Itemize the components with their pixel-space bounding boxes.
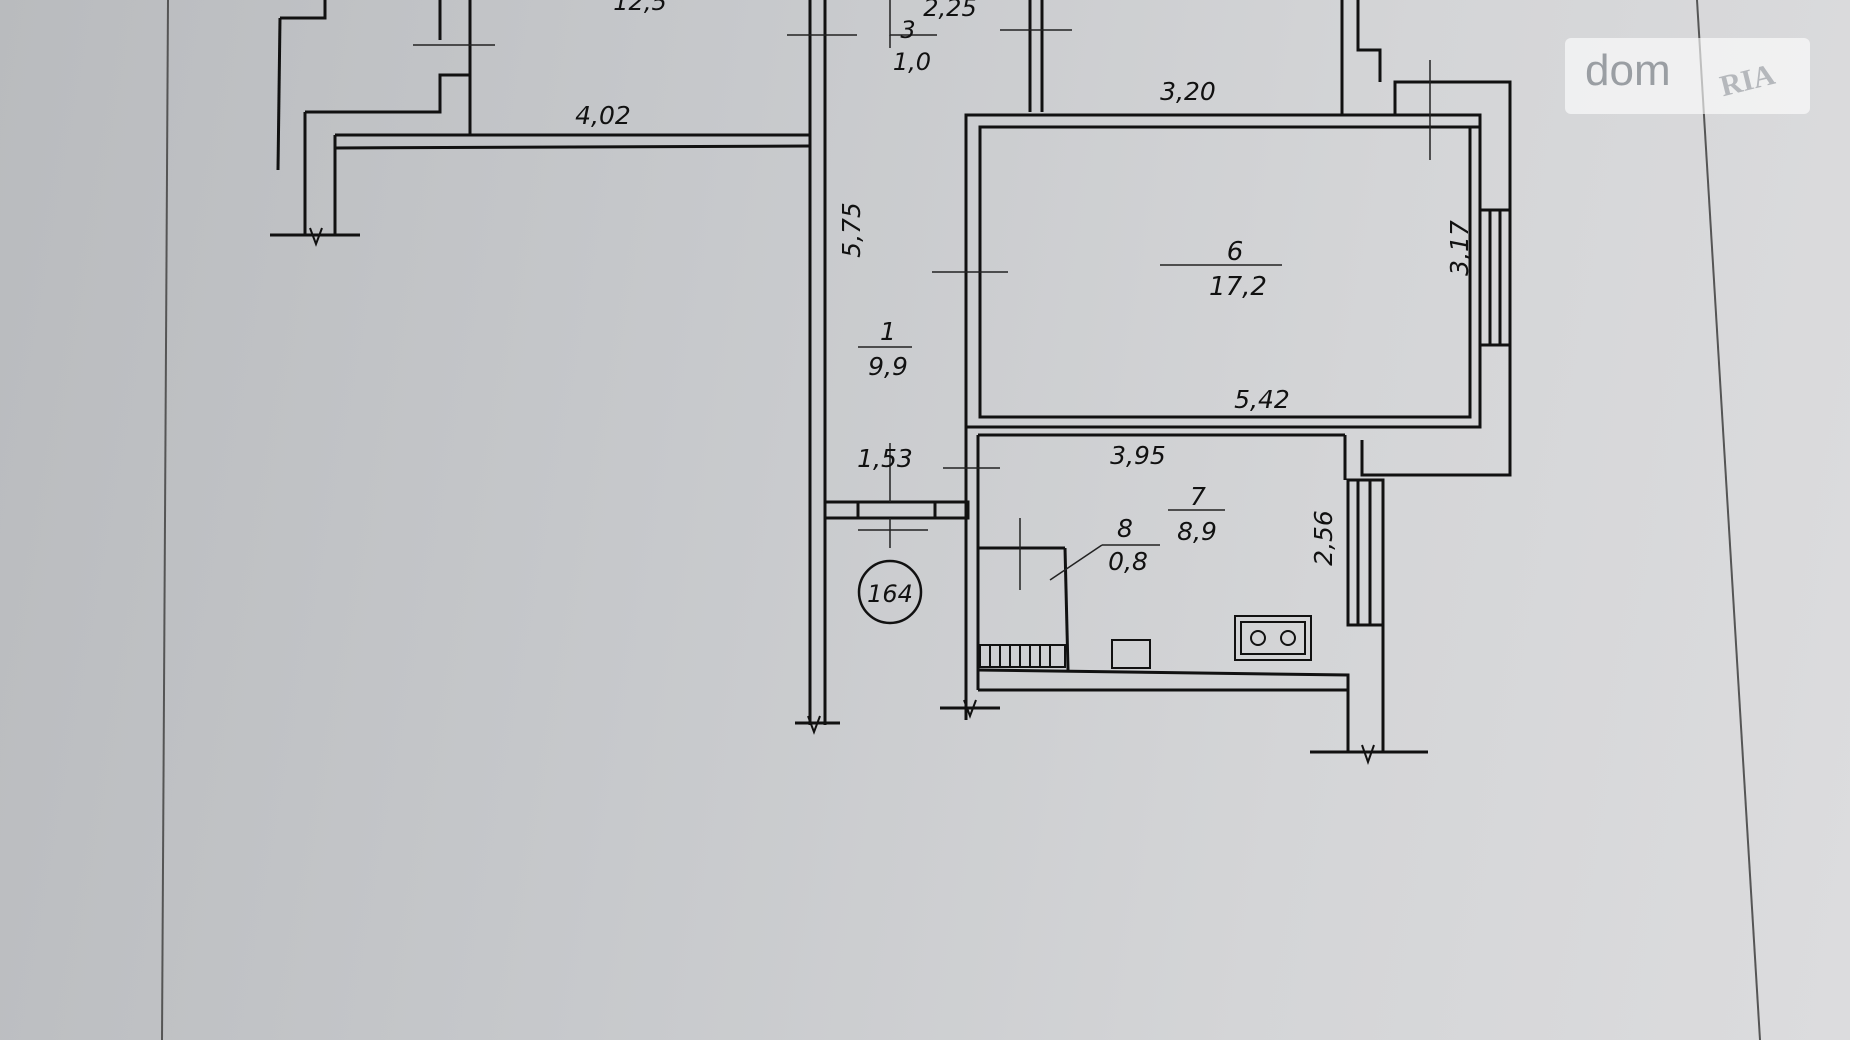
domria-logo-icon: RIA <box>1716 57 1779 104</box>
dimension-5-42: 5,42 <box>1234 385 1290 414</box>
sink <box>1111 639 1151 669</box>
sheet-frame <box>161 0 1761 1040</box>
radiator <box>979 644 1066 668</box>
dimension-4-02: 4,02 <box>575 101 631 130</box>
stove <box>1234 615 1312 661</box>
unit-marker-label: 164 <box>867 580 913 608</box>
dimension-5-75: 5,75 <box>837 202 866 258</box>
dimension-12-5: 12,5 <box>613 0 666 16</box>
unit-marker-circle <box>857 559 923 625</box>
dimension-3-17: 3,17 <box>1445 220 1474 276</box>
room-3-area: 1,0 <box>893 48 931 76</box>
room-1-number: 1 <box>880 317 896 346</box>
room-7-number: 7 <box>1190 482 1206 511</box>
room-3-number: 3 <box>900 16 915 44</box>
room-6-number: 6 <box>1227 237 1244 267</box>
dimension-1-53: 1,53 <box>857 444 913 473</box>
room-7-area: 8,9 <box>1177 517 1217 546</box>
break-marks <box>309 227 1375 766</box>
room-8-area: 0,8 <box>1108 547 1148 576</box>
dimension-2-25: 2,25 <box>923 0 976 22</box>
fixtures <box>979 615 1312 669</box>
room-8-number: 8 <box>1117 514 1133 543</box>
dimension-3-95: 3,95 <box>1110 441 1166 470</box>
dimension-ticks <box>413 0 1431 590</box>
watermark-text: dom <box>1585 46 1671 95</box>
dimension-2-56: 2,56 <box>1309 510 1338 566</box>
room-1-area: 9,9 <box>868 352 908 381</box>
room-6-area: 17,2 <box>1209 272 1267 302</box>
dimension-3-20: 3,20 <box>1160 77 1216 106</box>
watermark: dom RIA <box>1565 38 1810 114</box>
